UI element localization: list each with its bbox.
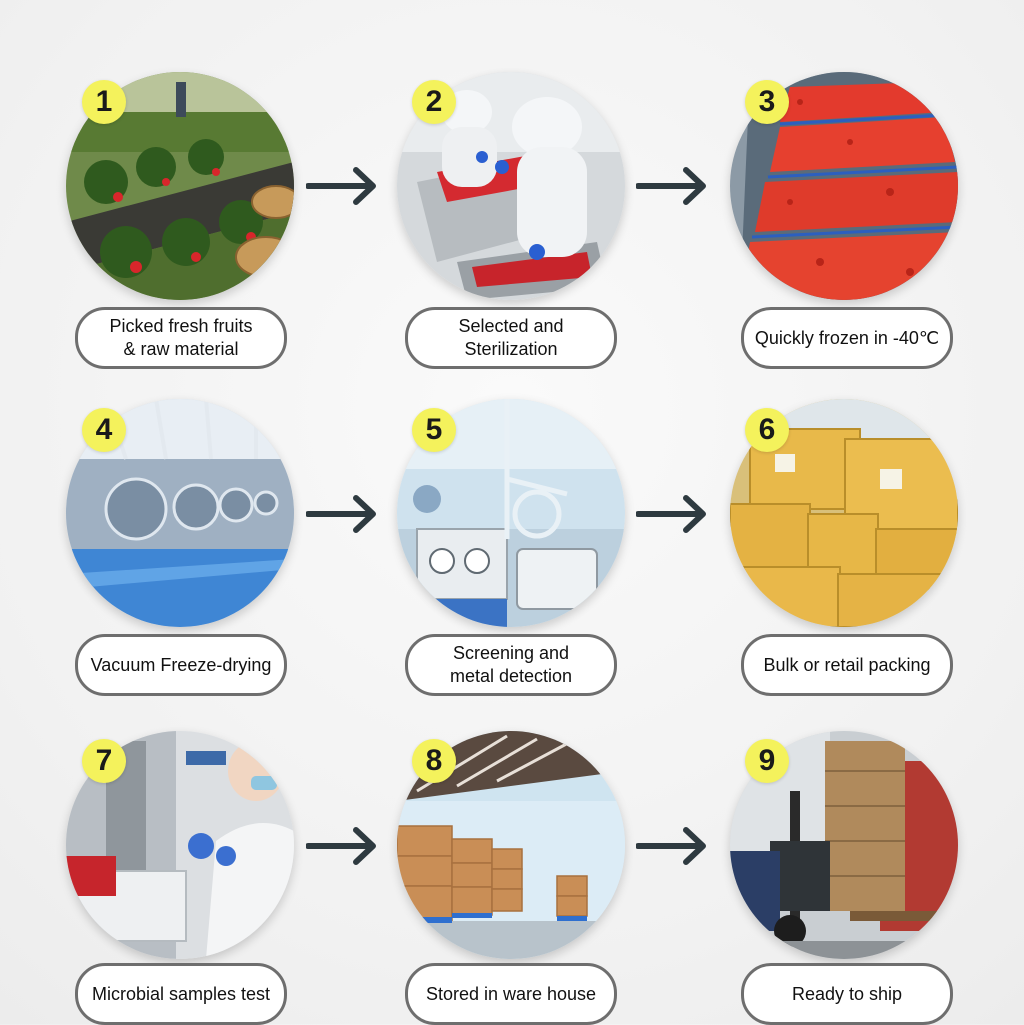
step-2-label: Selected and Sterilization [405,307,617,369]
arrow-7-to-8 [306,826,378,866]
step-4-label-text: Vacuum Freeze-drying [90,654,272,675]
step-9-badge: 9 [745,739,789,783]
arrow-right-icon [306,495,376,533]
step-7-badge: 7 [82,739,126,783]
step-4-photo [66,399,294,627]
step-6-label: Bulk or retail packing [741,634,953,696]
warehouse-image [397,731,625,959]
step-3-badge: 3 [745,80,789,124]
arrow-right-icon [636,495,706,533]
step-8-photo [397,731,625,959]
step-3-label: Quickly frozen in -40℃ [741,307,953,369]
step-5-badge: 5 [412,408,456,452]
step-6-label-text: Bulk or retail packing [763,654,931,675]
step-1-label: Picked fresh fruits & raw material [75,307,287,369]
step-5-label-text: Screening and metal detection [449,643,573,686]
arrow-right-icon [306,167,376,205]
step-2-badge: 2 [412,80,456,124]
step-3-photo [730,72,958,300]
arrow-right-icon [306,827,376,865]
arrow-2-to-3 [636,166,708,206]
arrow-5-to-6 [636,494,708,534]
arrow-1-to-2 [306,166,378,206]
arrow-4-to-5 [306,494,378,534]
arrow-right-icon [636,827,706,865]
step-8-badge: 8 [412,739,456,783]
step-9-label-text: Ready to ship [791,983,903,1004]
freeze-dryer-image [66,399,294,627]
step-8-label: Stored in ware house [405,963,617,1025]
arrow-right-icon [636,167,706,205]
step-4-badge: 4 [82,408,126,452]
step-4-label: Vacuum Freeze-drying [75,634,287,696]
step-3-label-text: Quickly frozen in -40℃ [754,327,940,348]
step-7-label: Microbial samples test [75,963,287,1025]
step-7-label-text: Microbial samples test [91,983,271,1004]
step-6-badge: 6 [745,408,789,452]
step-1-badge: 1 [82,80,126,124]
step-5-label: Screening and metal detection [405,634,617,696]
frozen-fruit-trays-image [730,72,958,300]
step-9-label: Ready to ship [741,963,953,1025]
step-1-label-text: Picked fresh fruits & raw material [109,316,253,359]
step-8-label-text: Stored in ware house [425,983,597,1004]
step-2-label-text: Selected and Sterilization [458,316,564,359]
arrow-8-to-9 [636,826,708,866]
